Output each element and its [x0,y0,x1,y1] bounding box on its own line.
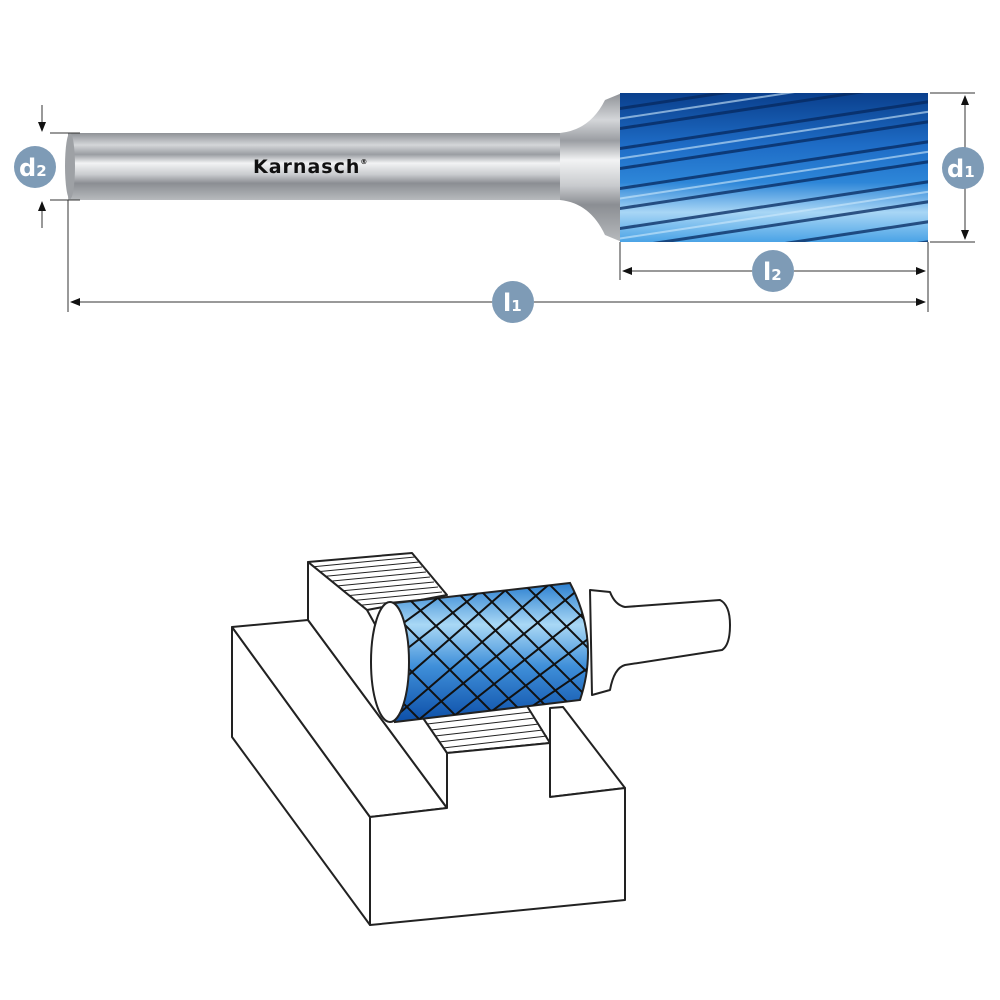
svg-text:d2: d2 [19,154,47,182]
dimension-badge-d2: d2 [14,146,56,188]
rail-hatching [310,556,447,608]
flutes [620,93,928,242]
application-illustration [231,552,731,926]
shank-end [65,133,75,199]
burr-photo: Karnasch® [65,93,928,242]
dimension-badge-d1: d1 [942,147,984,189]
brand-logo: Karnasch® [253,156,368,178]
block-top-right [549,706,626,798]
burr-shank [589,589,731,696]
dimension-badge-l2: l2 [752,250,794,292]
burr-head-end-face [370,601,410,723]
svg-text:d1: d1 [947,155,975,183]
cutting-head [620,93,928,242]
svg-text:l1: l1 [503,289,522,317]
dimension-lines [38,92,975,312]
crosscut-pattern [395,583,588,722]
svg-text:l2: l2 [763,258,782,286]
shank [68,133,568,200]
block-front-face [369,742,626,926]
dimension-badge-l1: l1 [492,281,534,323]
neck [560,93,622,242]
